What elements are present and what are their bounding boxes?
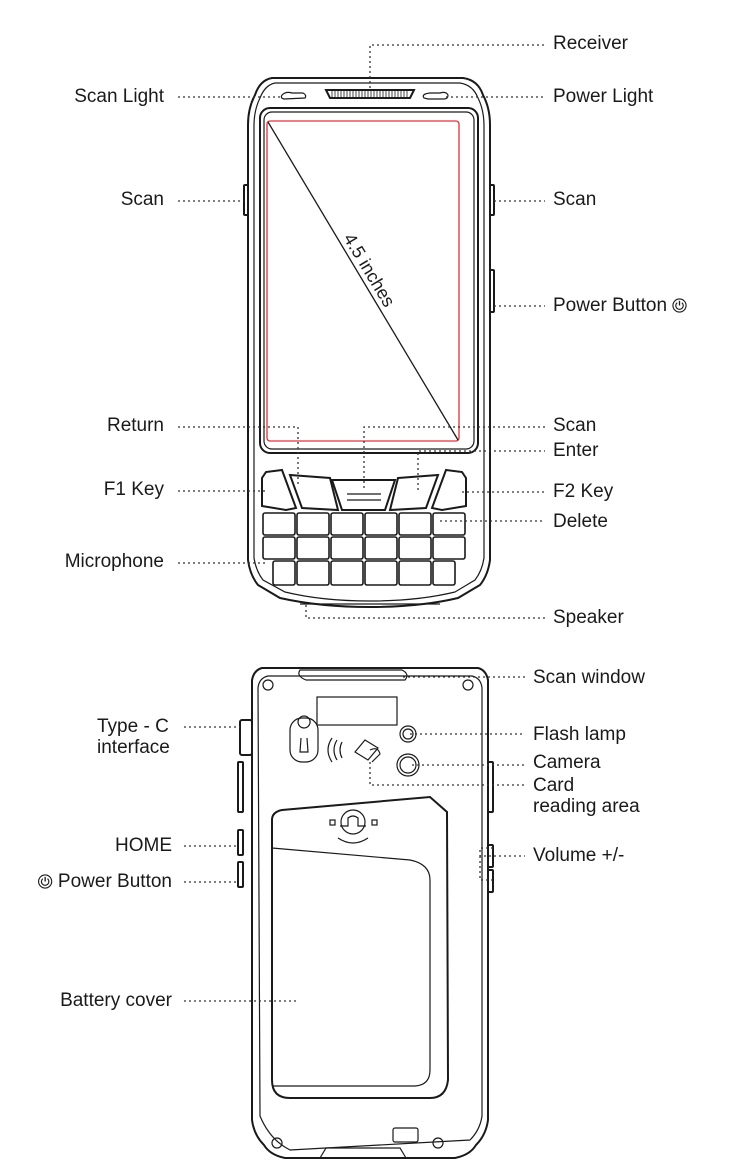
flash-lamp-inner (402, 728, 414, 740)
label-home: HOME (115, 835, 172, 856)
screen-diagonal (267, 121, 459, 441)
screw-icon (462, 679, 474, 691)
lock-icon (329, 819, 336, 826)
battery-cover (271, 795, 450, 1099)
label-scan-light: Scan Light (74, 86, 164, 107)
lanyard-hook-icon (297, 715, 311, 753)
label-volume: Volume +/- (533, 845, 625, 866)
keypad-key (364, 512, 398, 536)
keypad-key (398, 560, 432, 586)
keypad-key (296, 512, 330, 536)
leader-lines (178, 44, 545, 1002)
keypad-key (432, 512, 466, 536)
label-receiver: Receiver (553, 33, 628, 54)
card-hand-icon (354, 739, 381, 763)
front-body-outline (247, 77, 491, 609)
scan-side-button-left (243, 184, 249, 216)
label-scan-key: Scan (553, 415, 597, 436)
label-scan-right: Scan (553, 189, 597, 210)
lock-dial-groove (340, 815, 366, 827)
lanyard-hole (289, 717, 319, 763)
scan-window (298, 669, 408, 681)
unlock-icon (371, 819, 378, 826)
side-grip-left (237, 761, 244, 813)
volume-up-button (487, 844, 494, 868)
keypad-key (398, 512, 432, 536)
return-key (288, 473, 340, 512)
front-device (243, 77, 495, 609)
rotate-arrow-icon (337, 837, 369, 844)
label-camera: Camera (533, 752, 601, 773)
bottom-slot (319, 1147, 407, 1159)
screen-bezel (259, 107, 479, 454)
keypad-key (398, 536, 432, 560)
front-body-inner (253, 82, 485, 602)
scan-side-button-right (489, 184, 495, 216)
keypad-key (330, 536, 364, 560)
back-body-outline (251, 667, 489, 1159)
label-delete: Delete (553, 511, 608, 532)
label-f1-key: F1 Key (103, 479, 164, 500)
label-microphone: Microphone (64, 551, 164, 572)
label-return: Return (106, 415, 164, 436)
scan-key (330, 479, 397, 511)
camera-lens-inner (399, 756, 417, 774)
label-enter: Enter (553, 440, 599, 461)
screw-icon (432, 1137, 444, 1149)
label-power-button: Power Button (553, 295, 687, 317)
battery-latch (392, 1127, 419, 1143)
type-c-port (239, 719, 253, 756)
keypad-key (296, 560, 330, 586)
keypad-key (364, 560, 398, 586)
keypad-key (432, 536, 466, 560)
power-button-back (237, 861, 244, 888)
side-grip-right (487, 761, 494, 813)
label-card-reading: Card reading area (533, 775, 640, 817)
label-power-button-text: Power Button (553, 295, 668, 316)
label-area (316, 696, 398, 726)
volume-down-button (487, 869, 494, 893)
label-power-button-back: Power Button (38, 871, 172, 893)
screen-size-label: 4.5 inches (340, 230, 399, 311)
power-light-indicator (422, 91, 449, 100)
power-icon (672, 298, 687, 313)
keypad-key (296, 536, 330, 560)
battery-cover-inner (271, 847, 431, 1087)
label-battery-cover: Battery cover (60, 990, 172, 1011)
f1-key (261, 468, 298, 512)
scan-light-indicator (280, 91, 307, 100)
keypad-key (330, 560, 364, 586)
home-button (237, 829, 244, 856)
keypad-key (364, 536, 398, 560)
screw-icon (262, 679, 274, 691)
back-body-inner (257, 675, 483, 1151)
keypad-key (432, 560, 456, 586)
label-type-c: Type - C interface (97, 716, 170, 758)
screw-icon (271, 1137, 283, 1149)
keypad-key (262, 536, 296, 560)
power-icon (38, 874, 53, 889)
label-power-button-back-text: Power Button (57, 871, 172, 892)
keypad-key (272, 560, 296, 586)
f2-key (430, 468, 467, 512)
keypad (261, 468, 467, 586)
label-speaker: Speaker (553, 607, 624, 628)
label-scan-window: Scan window (533, 667, 645, 688)
label-f2-key: F2 Key (553, 481, 614, 502)
label-flash-lamp: Flash lamp (533, 724, 626, 745)
screen-bezel-inner (263, 111, 475, 450)
keypad-key (262, 512, 296, 536)
keypad-key (330, 512, 364, 536)
lock-dial-icon (340, 809, 366, 835)
receiver-grill (324, 89, 416, 99)
label-power-light: Power Light (553, 86, 654, 107)
display-screen (266, 120, 460, 442)
nfc-wave-icon (327, 737, 343, 763)
label-scan-left: Scan (120, 189, 164, 210)
back-device (237, 667, 494, 1159)
power-side-button (489, 269, 495, 313)
enter-key (388, 473, 440, 512)
